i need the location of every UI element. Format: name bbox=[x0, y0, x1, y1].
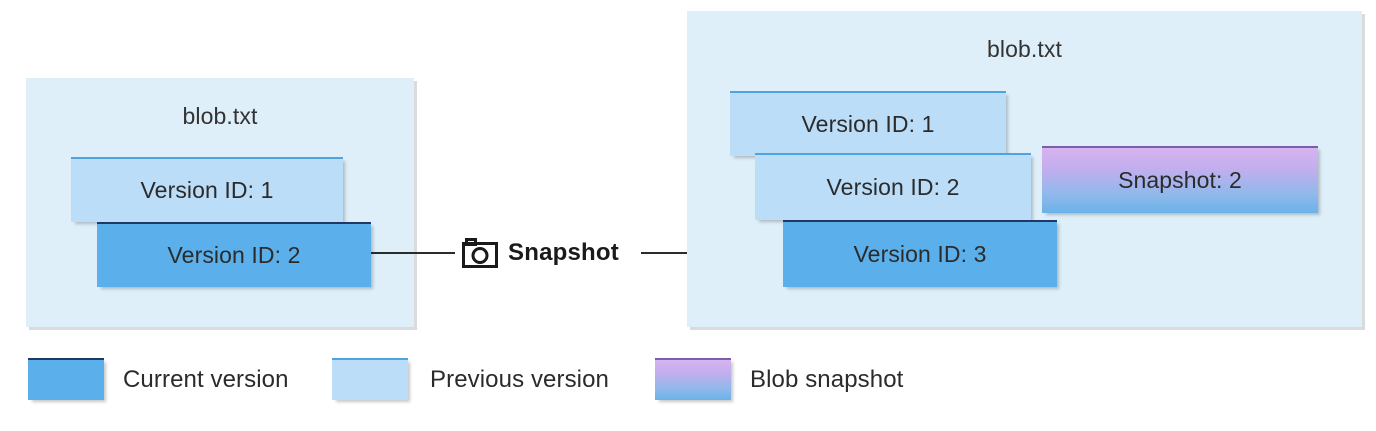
before-version-box-1-label: Version ID: 1 bbox=[140, 177, 274, 203]
blob-container-after-title: blob.txt bbox=[987, 36, 1062, 62]
connector-line-left bbox=[371, 252, 455, 254]
after-version-box-2-label: Version ID: 2 bbox=[826, 174, 960, 200]
legend-label-blob-snapshot: Blob snapshot bbox=[750, 366, 904, 393]
before-version-box-1: Version ID: 1 bbox=[71, 157, 343, 222]
after-snapshot-box: Snapshot: 2 bbox=[1042, 146, 1318, 213]
after-version-box-3: Version ID: 3 bbox=[783, 220, 1057, 287]
legend-swatch-previous-version bbox=[332, 358, 408, 400]
legend-label-current-version: Current version bbox=[123, 366, 289, 393]
before-version-box-2-label: Version ID: 2 bbox=[167, 242, 301, 268]
blob-container-before-title: blob.txt bbox=[182, 103, 258, 129]
after-version-box-2: Version ID: 2 bbox=[755, 153, 1031, 220]
after-snapshot-box-label: Snapshot: 2 bbox=[1118, 167, 1242, 193]
before-version-box-2: Version ID: 2 bbox=[97, 222, 371, 287]
legend-label-previous-version: Previous version bbox=[430, 366, 610, 393]
after-version-box-1: Version ID: 1 bbox=[730, 91, 1006, 156]
after-version-box-1-label: Version ID: 1 bbox=[801, 111, 935, 137]
after-version-box-3-label: Version ID: 3 bbox=[853, 241, 987, 267]
legend-swatch-current-version bbox=[28, 358, 104, 400]
camera-icon bbox=[462, 238, 498, 268]
legend-swatch-blob-snapshot bbox=[655, 358, 731, 400]
snapshot-transition-label: Snapshot bbox=[508, 239, 619, 266]
